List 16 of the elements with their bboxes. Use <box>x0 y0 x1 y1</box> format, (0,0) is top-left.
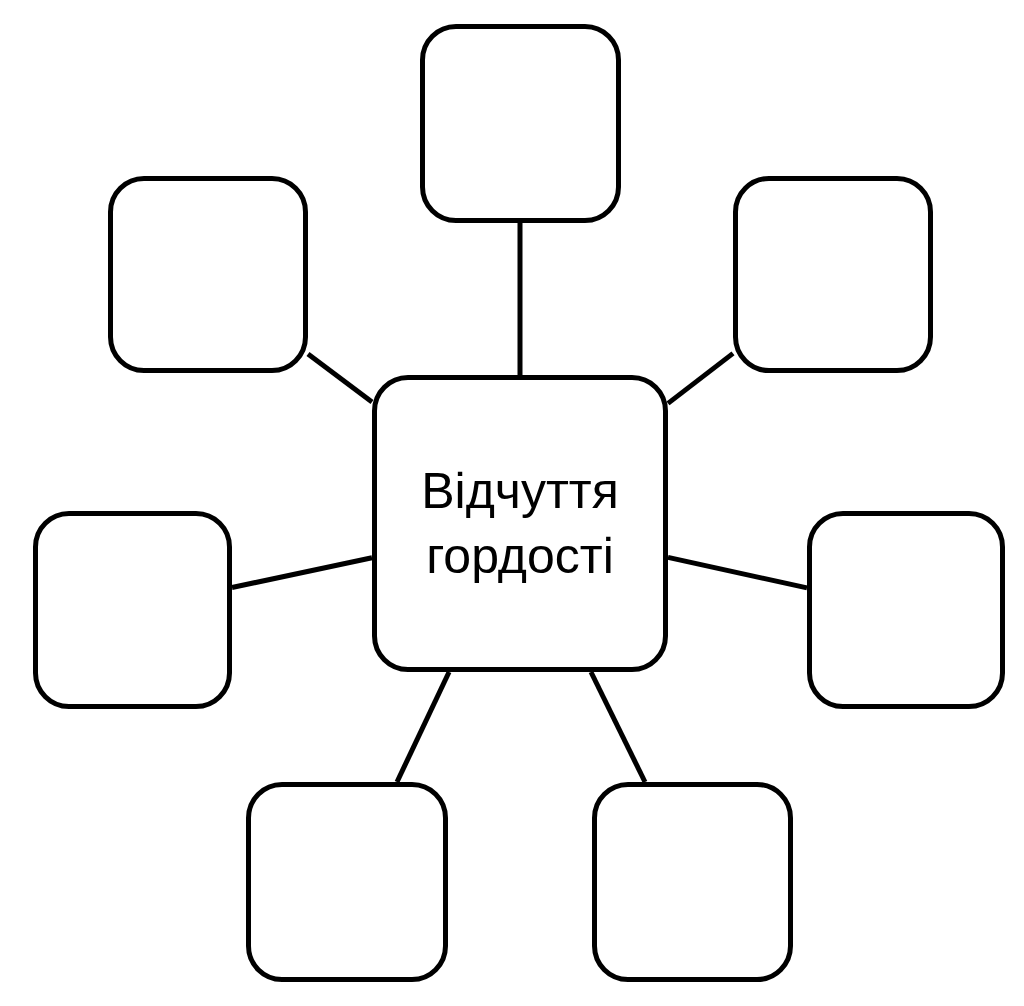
connector-line <box>306 352 374 404</box>
node-label: Відчуття гордості <box>420 461 620 586</box>
connector-line <box>666 351 735 406</box>
empty-box <box>420 24 621 223</box>
empty-box <box>108 176 308 373</box>
concept-box <box>372 375 668 672</box>
connector-line <box>588 670 648 784</box>
connector-line <box>517 223 523 375</box>
empty-box <box>733 176 933 373</box>
connector-line <box>667 554 808 591</box>
connector-line <box>231 555 373 590</box>
empty-box <box>592 782 793 982</box>
connector-line <box>394 670 452 784</box>
empty-box <box>33 511 232 709</box>
empty-box <box>807 511 1005 709</box>
empty-box <box>246 782 448 982</box>
